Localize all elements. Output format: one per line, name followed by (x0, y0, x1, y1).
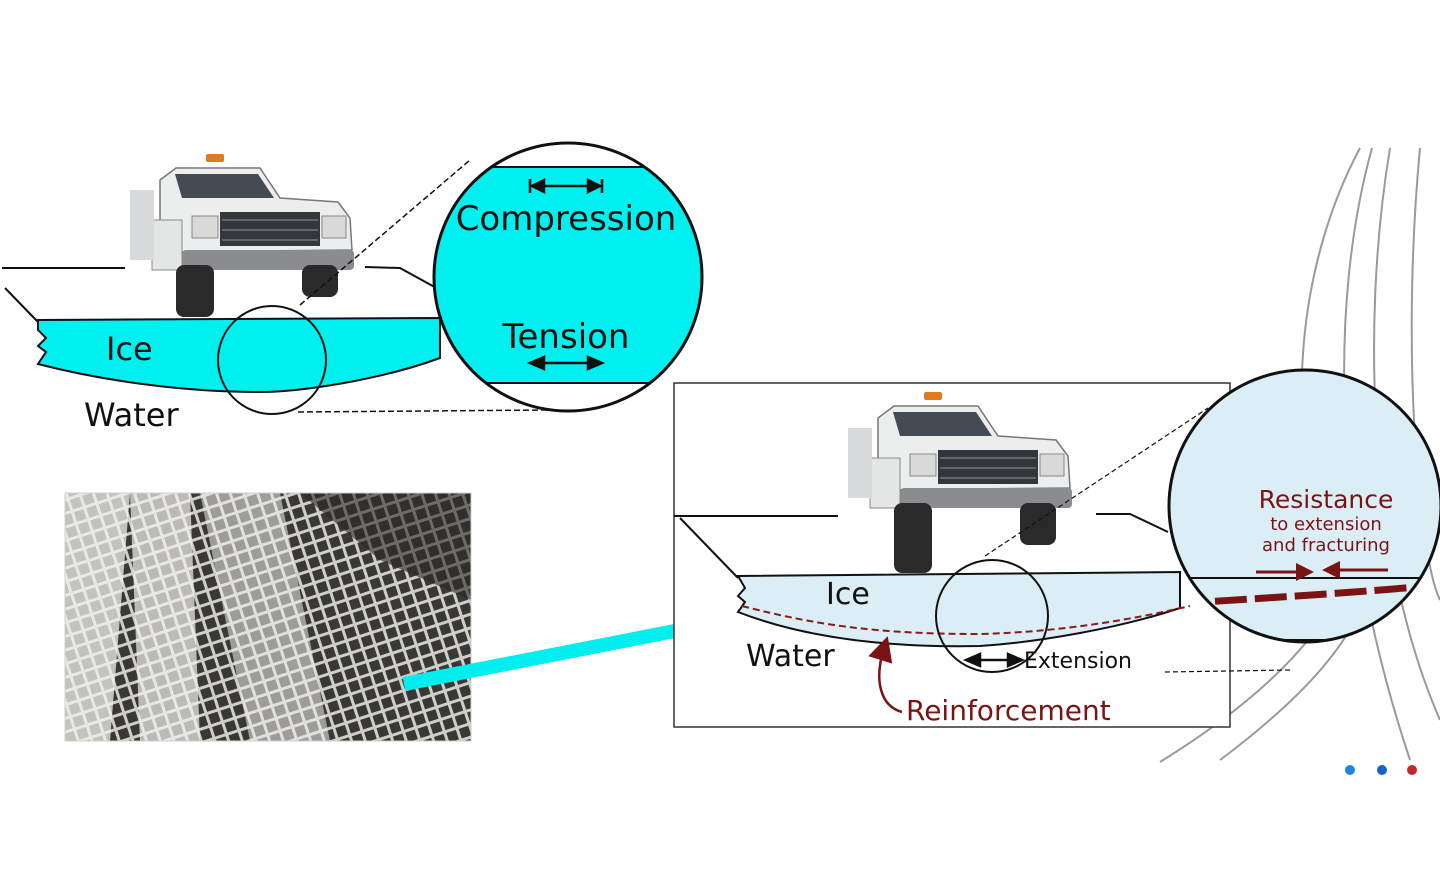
resistance-line2: to extension (1270, 514, 1382, 535)
geogrid-roll-photo (65, 493, 471, 741)
ice-sheet (36, 316, 441, 394)
dot-red (1407, 765, 1417, 775)
compression-label: Compression (456, 199, 677, 239)
focus-circle (935, 559, 1049, 673)
reinforcement-label: Reinforcement (906, 694, 1111, 727)
pickup-truck-icon (130, 154, 354, 317)
water-label-bottom: Water (746, 639, 835, 674)
water-label-top: Water (84, 396, 179, 434)
dot-navy (1377, 765, 1387, 775)
decorative-dots (1345, 765, 1417, 775)
tension-arrow-icon (526, 355, 606, 371)
ice-label-bottom: Ice (826, 577, 870, 612)
ice-label-top: Ice (106, 330, 153, 368)
connector-line-top (984, 407, 1209, 557)
bank-left (679, 517, 739, 579)
shore-line-right (1096, 513, 1169, 533)
connector-line-top (299, 159, 471, 306)
resistance-line3: and fracturing (1262, 535, 1390, 556)
extension-arrow-icon (962, 652, 1026, 668)
reinforcement-pointer (868, 636, 903, 714)
bottom-diagram: Extension Ice Water Reinforcement (673, 382, 1291, 728)
tension-label: Tension (502, 317, 630, 357)
dot-blue (1345, 765, 1355, 775)
focus-circle (217, 305, 327, 415)
compression-arrow-icon (528, 177, 604, 195)
resistance-title: Resistance (1259, 485, 1394, 514)
connector-line-bottom (1164, 669, 1291, 673)
reinforcement-line-magnified (1174, 581, 1440, 608)
top-diagram: Compression Tension Ice Water (2, 141, 704, 434)
reinforcement-line (741, 605, 1191, 636)
connector-line-bottom (297, 409, 549, 413)
shore-line-right (364, 266, 441, 291)
extension-label: Extension (1024, 649, 1132, 674)
pickup-truck-icon (848, 392, 1072, 573)
bank-left (4, 287, 39, 323)
